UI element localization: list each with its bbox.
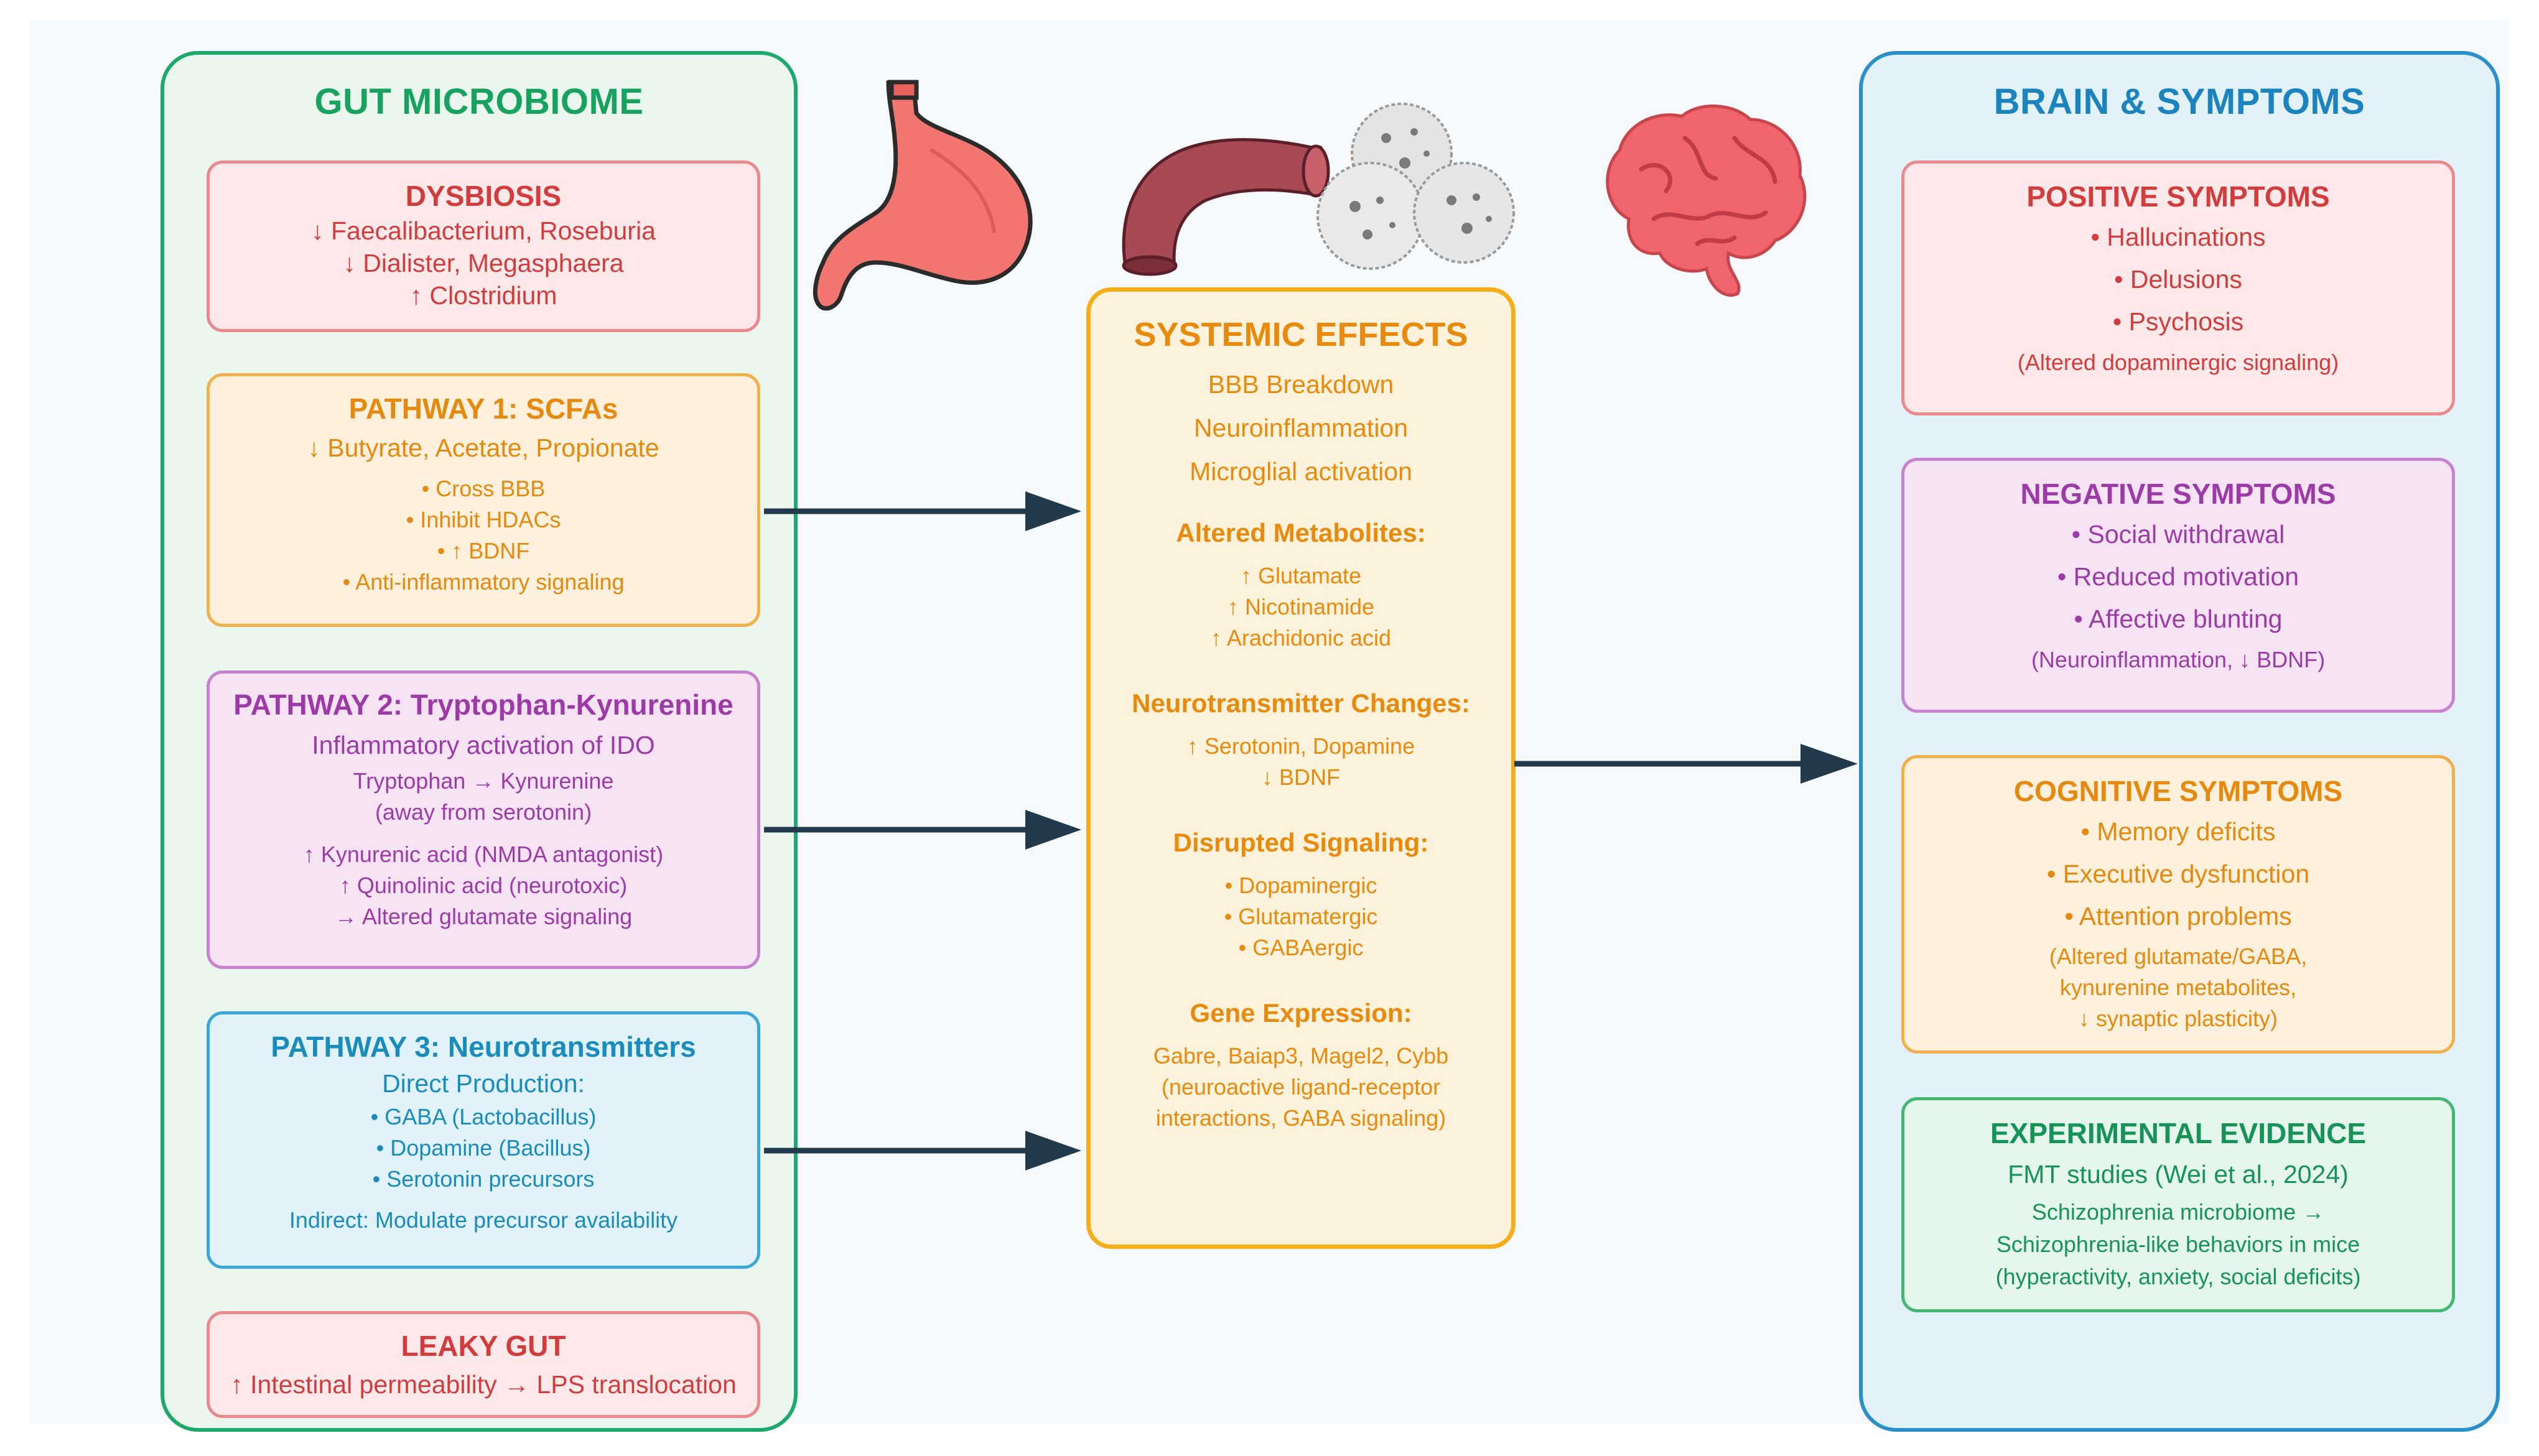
cognitive-symptoms-note: ↓ synaptic plasticity) <box>2078 1006 2278 1031</box>
metabolites-line: ↑ Nicotinamide <box>1227 594 1375 619</box>
cognitive-symptoms-note: kynurenine metabolites, <box>2059 975 2297 1000</box>
pathway3-note: Indirect: Modulate precursor availabilit… <box>289 1207 678 1233</box>
experimental-evidence-subtitle: FMT studies (Wei et al., 2024) <box>2008 1160 2349 1189</box>
cognitive-symptoms-line: • Attention problems <box>2064 902 2292 930</box>
cognitive-symptoms-box: COGNITIVE SYMPTOMS • Memory deficits • E… <box>1901 755 2455 1054</box>
disrupted-signaling-line: • GABAergic <box>1238 935 1364 960</box>
pathway2-box: PATHWAY 2: Tryptophan-Kynurenine Inflamm… <box>207 670 760 969</box>
pathway2-line: ↑ Kynurenic acid (NMDA antagonist) <box>303 842 664 867</box>
arrow-pathway2-to-systemic <box>764 810 1081 850</box>
pathway3-line: • Serotonin precursors <box>372 1166 595 1192</box>
negative-symptoms-title: NEGATIVE SYMPTOMS <box>2020 478 2336 510</box>
systemic-effects-title: SYSTEMIC EFFECTS <box>1134 316 1468 353</box>
leaky-gut-title: LEAKY GUT <box>401 1330 566 1362</box>
experimental-evidence-title: EXPERIMENTAL EVIDENCE <box>1990 1117 2367 1149</box>
pathway2-line: ↑ Quinolinic acid (neurotoxic) <box>339 873 628 898</box>
leaky-gut-box: LEAKY GUT ↑ Intestinal permeability → LP… <box>207 1311 760 1418</box>
pathway2-title: PATHWAY 2: Tryptophan-Kynurenine <box>233 689 734 721</box>
arrow-systemic-to-brain <box>1514 744 1858 784</box>
gut-microbiome-panel: GUT MICROBIOME DYSBIOSIS ↓ Faecalibacter… <box>161 51 798 1432</box>
gene-expression-line: (neuroactive ligand-receptor <box>1161 1074 1441 1100</box>
neurotransmitter-changes-title: Neurotransmitter Changes: <box>1132 689 1470 718</box>
pathway2-subtitle: Inflammatory activation of IDO <box>312 731 655 759</box>
experimental-evidence-line: Schizophrenia microbiome → <box>2031 1199 2325 1225</box>
experimental-evidence-line: Schizophrenia-like behaviors in mice <box>1996 1231 2360 1257</box>
dysbiosis-line: ↑ Clostridium <box>409 281 557 310</box>
systemic-line: Microglial activation <box>1190 457 1412 486</box>
cognitive-symptoms-note: (Altered glutamate/GABA, <box>2049 944 2308 969</box>
experimental-evidence-line: (hyperactivity, anxiety, social deficits… <box>1995 1264 2361 1289</box>
negative-symptoms-line: • Social withdrawal <box>2071 520 2285 549</box>
dysbiosis-title: DYSBIOSIS <box>405 180 562 212</box>
neurotransmitter-changes-line: ↓ BDNF <box>1262 764 1340 790</box>
pathway3-subtitle: Direct Production: <box>382 1069 585 1098</box>
negative-symptoms-note: (Neuroinflammation, ↓ BDNF) <box>2031 647 2326 672</box>
pathway1-line: • Inhibit HDACs <box>406 507 561 532</box>
gene-expression-line: interactions, GABA signaling) <box>1155 1105 1447 1131</box>
pathway3-line: • GABA (Lactobacillus) <box>370 1104 597 1129</box>
stomach-icon <box>813 80 1033 311</box>
positive-symptoms-note: (Altered dopaminergic signaling) <box>2017 350 2339 375</box>
diagram-canvas: GUT MICROBIOME DYSBIOSIS ↓ Faecalibacter… <box>30 20 2509 1432</box>
negative-symptoms-box: NEGATIVE SYMPTOMS • Social withdrawal • … <box>1901 458 2455 713</box>
systemic-line: BBB Breakdown <box>1208 370 1394 399</box>
bacteria-icon <box>1316 103 1515 270</box>
experimental-evidence-box: EXPERIMENTAL EVIDENCE FMT studies (Wei e… <box>1901 1097 2455 1312</box>
positive-symptoms-line: • Psychosis <box>2112 307 2244 336</box>
negative-symptoms-line: • Reduced motivation <box>2057 562 2299 591</box>
cognitive-symptoms-line: • Memory deficits <box>2080 817 2276 846</box>
pathway3-title: PATHWAY 3: Neurotransmitters <box>271 1031 696 1063</box>
gene-expression-title: Gene Expression: <box>1190 998 1412 1027</box>
pathway1-line: • Cross BBB <box>421 476 546 501</box>
cognitive-symptoms-line: • Executive dysfunction <box>2046 860 2310 888</box>
pathway1-line: • Anti-inflammatory signaling <box>342 569 625 595</box>
leaky-gut-line: ↑ Intestinal permeability → LPS transloc… <box>230 1370 737 1399</box>
positive-symptoms-box: POSITIVE SYMPTOMS • Hallucinations • Del… <box>1901 160 2455 415</box>
neurotransmitter-changes-line: ↑ Serotonin, Dopamine <box>1186 733 1415 759</box>
disrupted-signaling-line: • Glutamatergic <box>1224 904 1378 929</box>
cognitive-symptoms-title: COGNITIVE SYMPTOMS <box>2013 775 2343 807</box>
arrow-pathway1-to-systemic <box>764 491 1081 531</box>
metabolites-title: Altered Metabolites: <box>1176 518 1426 547</box>
metabolites-line: ↑ Arachidonic acid <box>1210 625 1392 651</box>
pathway3-box: PATHWAY 3: Neurotransmitters Direct Prod… <box>207 1011 760 1269</box>
systemic-line: Neuroinflammation <box>1193 414 1409 442</box>
disrupted-signaling-line: • Dopaminergic <box>1224 873 1377 898</box>
brain-icon <box>1606 104 1807 297</box>
arrow-pathway3-to-systemic <box>764 1131 1081 1171</box>
pathway2-line: (away from serotonin) <box>375 799 592 825</box>
intestine-icon <box>1122 138 1330 276</box>
pathway2-line: Tryptophan → Kynurenine <box>353 768 614 794</box>
dysbiosis-box: DYSBIOSIS ↓ Faecalibacterium, Roseburia … <box>207 160 760 332</box>
disrupted-signaling-title: Disrupted Signaling: <box>1173 828 1429 857</box>
brain-symptoms-title: BRAIN & SYMPTOMS <box>1993 81 2365 122</box>
gene-expression-line: Gabre, Baiap3, Magel2, Cybb <box>1153 1043 1449 1069</box>
metabolites-line: ↑ Glutamate <box>1240 563 1362 588</box>
gut-microbiome-title: GUT MICROBIOME <box>314 81 644 122</box>
pathway1-box: PATHWAY 1: SCFAs ↓ Butyrate, Acetate, Pr… <box>207 373 760 627</box>
negative-symptoms-line: • Affective blunting <box>2074 605 2283 633</box>
positive-symptoms-title: POSITIVE SYMPTOMS <box>2026 180 2330 213</box>
systemic-effects-box: SYSTEMIC EFFECTS BBB Breakdown Neuroinfl… <box>1086 287 1516 1249</box>
pathway1-line: • ↑ BDNF <box>437 538 530 563</box>
pathway1-subtitle: ↓ Butyrate, Acetate, Propionate <box>307 434 659 462</box>
pathway2-line: → Altered glutamate signaling <box>334 904 633 929</box>
pathway1-title: PATHWAY 1: SCFAs <box>348 392 618 425</box>
positive-symptoms-line: • Hallucinations <box>2090 223 2266 251</box>
dysbiosis-line: ↓ Faecalibacterium, Roseburia <box>311 216 656 245</box>
dysbiosis-line: ↓ Dialister, Megasphaera <box>343 249 624 277</box>
positive-symptoms-line: • Delusions <box>2114 265 2242 294</box>
pathway3-line: • Dopamine (Bacillus) <box>376 1135 591 1161</box>
brain-symptoms-panel: BRAIN & SYMPTOMS POSITIVE SYMPTOMS • Hal… <box>1859 51 2500 1432</box>
